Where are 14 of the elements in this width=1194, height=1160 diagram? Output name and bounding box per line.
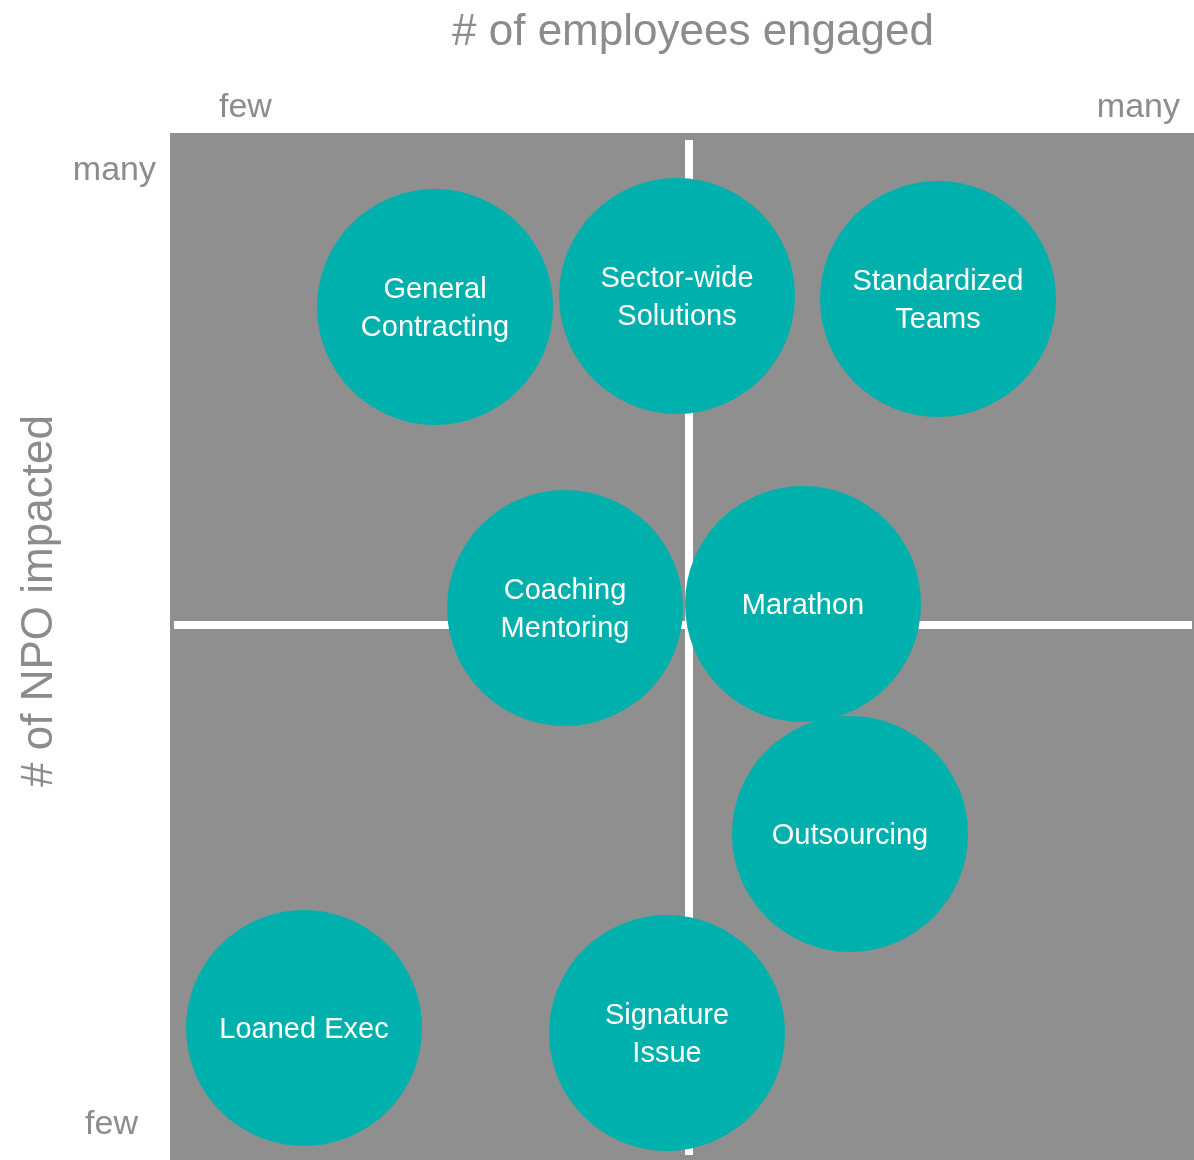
bubble-label: Outsourcing [770, 817, 930, 852]
bubble-label: Sector-wide Solutions [599, 260, 755, 333]
axis-title: # of NPO impacted [15, 414, 59, 789]
bubble-label: Coaching Mentoring [499, 572, 631, 645]
bubble-label: Loaned Exec [218, 1011, 390, 1046]
axis-label: many [1095, 88, 1180, 122]
bubble-label: Signature Issue [603, 997, 731, 1070]
axis-label: few [84, 1105, 138, 1139]
axis-label: many [71, 151, 156, 185]
bubble-label: Marathon [740, 587, 866, 622]
bubble-label: Standardized Teams [851, 263, 1025, 336]
axis-title: # of employees engaged [451, 8, 935, 52]
axis-label: few [219, 88, 272, 122]
bubble-label: General Contracting [359, 271, 511, 344]
